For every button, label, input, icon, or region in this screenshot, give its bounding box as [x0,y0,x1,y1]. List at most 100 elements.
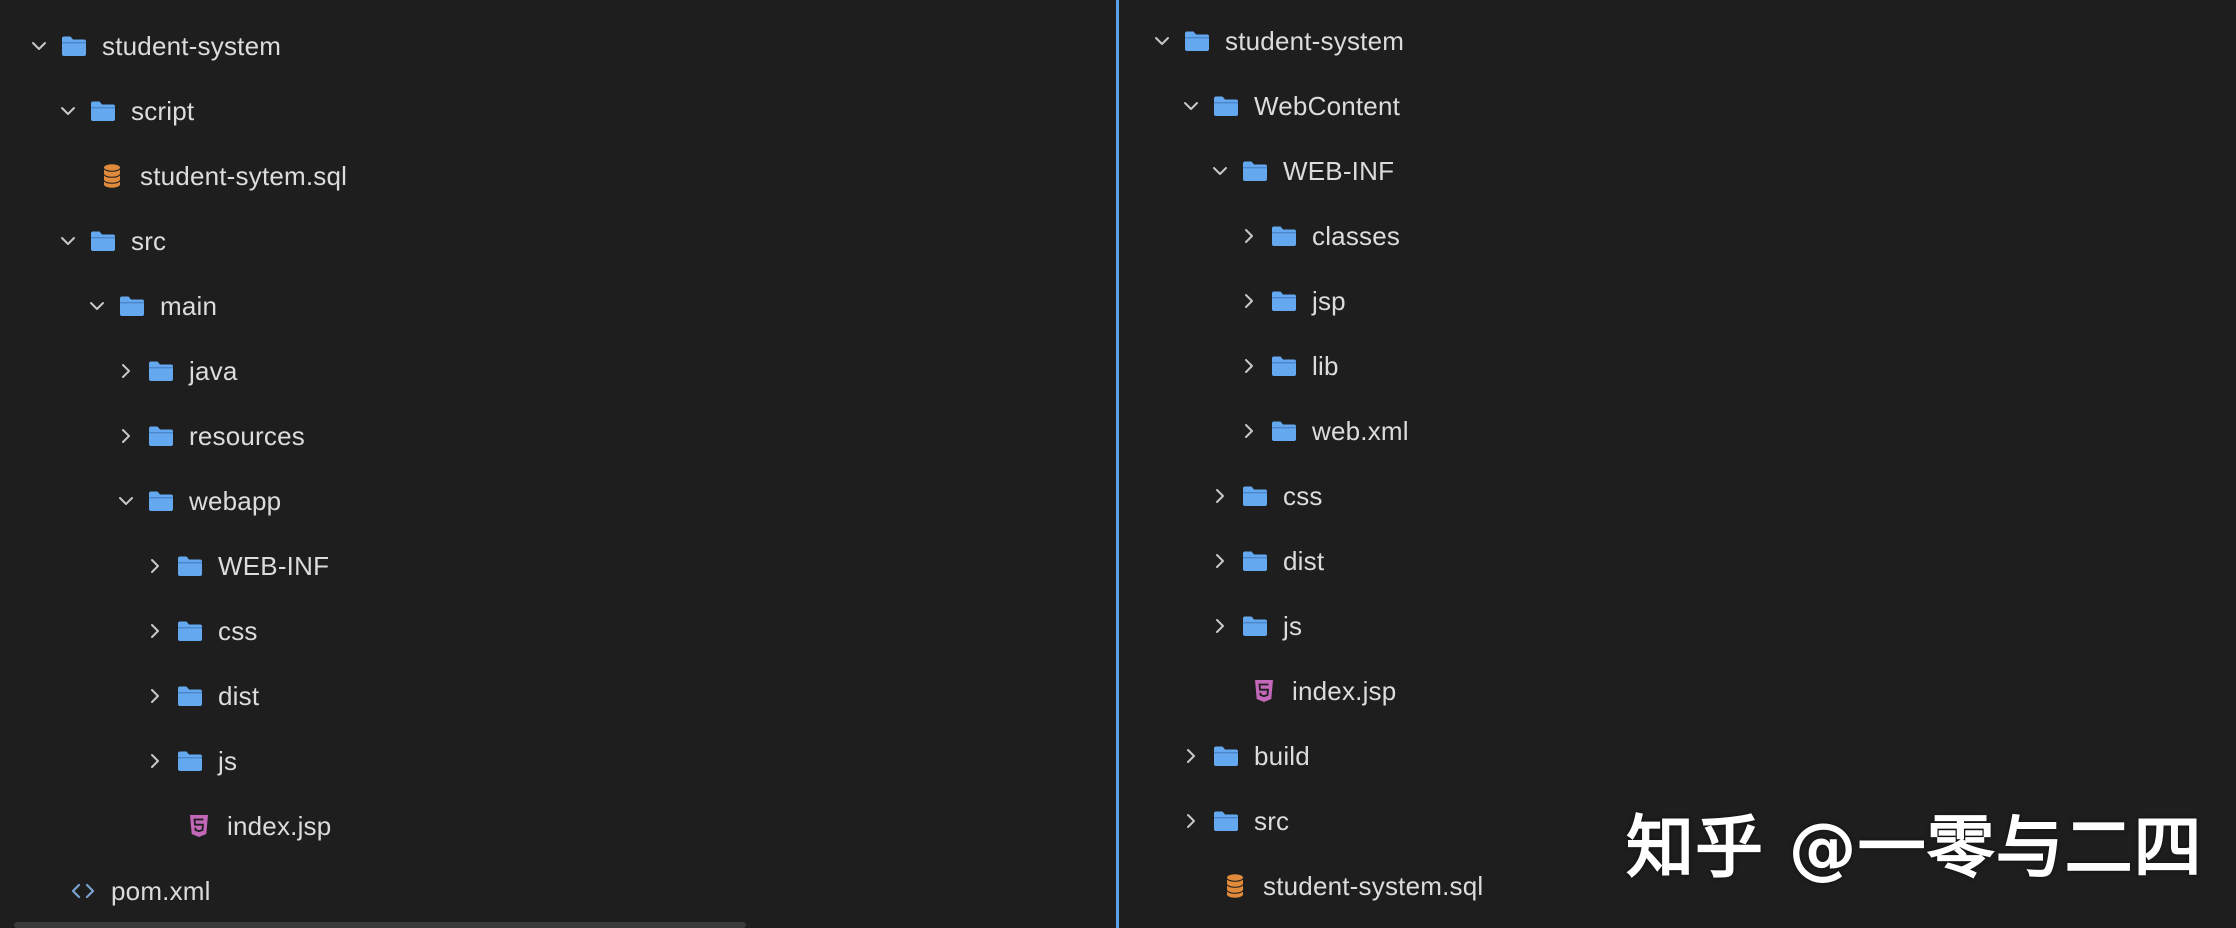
tree-item-label: web.xml [1312,415,1409,446]
folder-icon [1212,93,1240,119]
tree-item-script[interactable]: script [55,85,194,137]
tree-item-main[interactable]: main [84,280,217,332]
tree-item-dist[interactable]: dist [142,670,259,722]
tree-item-label: student-system [1225,25,1405,56]
chevron-right-icon[interactable] [113,423,139,449]
pane-divider[interactable] [1116,0,1119,928]
chevron-right-icon[interactable] [1178,808,1204,834]
tree-item-label: WEB-INF [218,550,330,581]
folder-icon [147,488,175,514]
tree-item-build[interactable]: build [1178,730,1310,782]
tree-item-student-system[interactable]: student-system [1149,15,1404,67]
folder-icon [176,618,204,644]
folder-icon [1183,28,1211,54]
folder-icon [1270,223,1298,249]
tree-item-js[interactable]: js [1207,600,1302,652]
tree-item-resources[interactable]: resources [113,410,305,462]
tree-item-jsp[interactable]: jsp [1236,275,1346,327]
tree-item-web-inf[interactable]: WEB-INF [142,540,329,592]
tree-item-label: src [1254,805,1290,836]
chevron-down-icon[interactable] [1178,93,1204,119]
html5-icon [185,813,213,839]
tree-item-label: student-system [102,30,282,61]
horizontal-scrollbar[interactable] [14,922,746,928]
folder-icon [1241,483,1269,509]
tree-item-label: jsp [1312,285,1346,316]
code-icon [69,878,97,904]
tree-item-student-system[interactable]: student-system [26,20,281,72]
tree-item-index-jsp[interactable]: index.jsp [1250,665,1396,717]
chevron-right-icon[interactable] [142,683,168,709]
chevron-right-icon[interactable] [1236,223,1262,249]
database-icon [1221,873,1249,899]
chevron-down-icon[interactable] [113,488,139,514]
folder-icon [89,98,117,124]
folder-icon [1212,808,1240,834]
chevron-right-icon[interactable] [1236,288,1262,314]
tree-item-label: webapp [189,485,282,516]
tree-item-classes[interactable]: classes [1236,210,1400,262]
tree-item-label: index.jsp [1292,675,1397,706]
tree-item-label: WEB-INF [1283,155,1395,186]
chevron-right-icon[interactable] [142,553,168,579]
left-file-explorer: student-system script student-sytem.sql src… [0,0,1115,928]
tree-item-label: student-system.sql [1263,870,1484,901]
html5-icon [1250,678,1278,704]
tree-item-label: java [189,355,238,386]
tree-item-css[interactable]: css [142,605,258,657]
tree-item-label: script [131,95,195,126]
tree-item-label: index.jsp [227,810,332,841]
folder-icon [147,423,175,449]
chevron-down-icon[interactable] [84,293,110,319]
tree-item-label: js [218,745,238,776]
chevron-right-icon[interactable] [1207,613,1233,639]
chevron-down-icon[interactable] [55,228,81,254]
tree-item-webcontent[interactable]: WebContent [1178,80,1400,132]
tree-item-label: resources [189,420,305,451]
chevron-down-icon[interactable] [26,33,52,59]
folder-icon [176,748,204,774]
tree-item-src[interactable]: src [55,215,166,267]
folder-icon [1241,613,1269,639]
tree-item-label: classes [1312,220,1401,251]
tree-item-label: WebContent [1254,90,1401,121]
tree-item-src[interactable]: src [1178,795,1289,847]
chevron-right-icon[interactable] [142,618,168,644]
chevron-right-icon[interactable] [1178,743,1204,769]
tree-item-js[interactable]: js [142,735,237,787]
watermark-text: 知乎 @一零与二四 [1626,809,2203,888]
chevron-right-icon[interactable] [113,358,139,384]
folder-icon [147,358,175,384]
tree-item-java[interactable]: java [113,345,238,397]
chevron-right-icon[interactable] [142,748,168,774]
tree-item-web-xml[interactable]: web.xml [1236,405,1409,457]
tree-item-index-jsp[interactable]: index.jsp [185,800,331,852]
tree-item-student-sytem-sql[interactable]: student-sytem.sql [98,150,347,202]
chevron-right-icon[interactable] [1207,483,1233,509]
folder-icon [1241,158,1269,184]
tree-item-css[interactable]: css [1207,470,1323,522]
folder-icon [176,553,204,579]
chevron-right-icon[interactable] [1236,418,1262,444]
folder-icon [1270,418,1298,444]
tree-item-lib[interactable]: lib [1236,340,1339,392]
tree-item-webapp[interactable]: webapp [113,475,281,527]
chevron-down-icon[interactable] [55,98,81,124]
folder-icon [1241,548,1269,574]
tree-item-web-inf[interactable]: WEB-INF [1207,145,1394,197]
tree-item-dist[interactable]: dist [1207,535,1324,587]
tree-item-label: dist [218,680,260,711]
folder-icon [1270,353,1298,379]
chevron-down-icon[interactable] [1149,28,1175,54]
tree-item-label: css [1283,480,1323,511]
tree-item-pom-xml[interactable]: pom.xml [69,865,211,917]
database-icon [98,163,126,189]
tree-item-label: build [1254,740,1310,771]
tree-item-label: student-sytem.sql [140,160,348,191]
chevron-down-icon[interactable] [1207,158,1233,184]
chevron-right-icon[interactable] [1207,548,1233,574]
tree-item-label: pom.xml [111,875,211,906]
tree-item-student-system-sql[interactable]: student-system.sql [1221,860,1483,912]
chevron-right-icon[interactable] [1236,353,1262,379]
